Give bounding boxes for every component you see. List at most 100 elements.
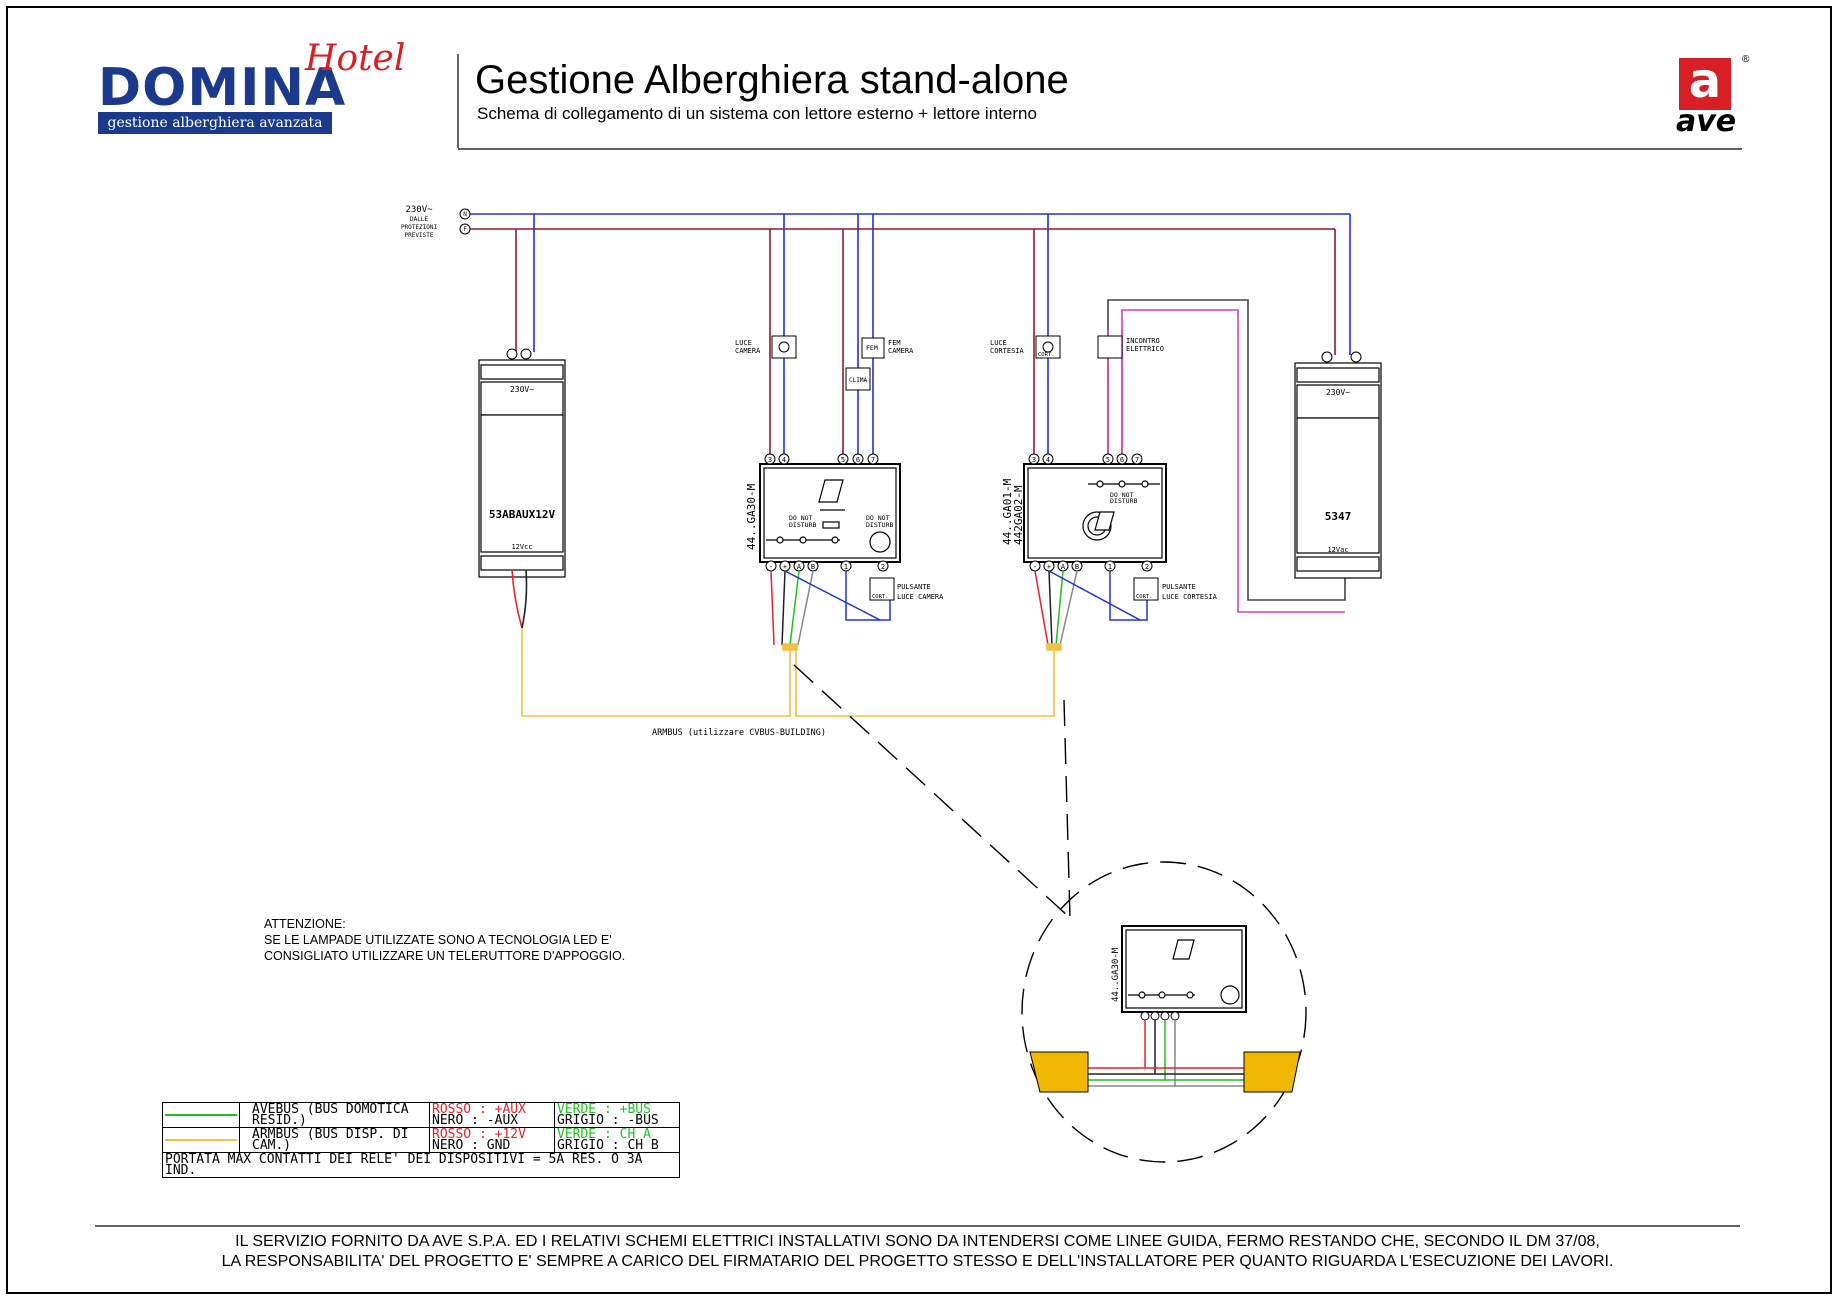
fem-camera-socket	[861, 337, 885, 359]
pulsante-camera-label-2: LUCE CAMERA	[897, 593, 944, 601]
psu-right-model: 5347	[1325, 510, 1352, 523]
neutral-terminal: N	[463, 211, 467, 218]
ml-b-plus: +	[783, 563, 787, 571]
clima-label: CLIMA	[849, 377, 867, 384]
legend-note: PORTATA MAX CONTATTI DEI RELE' DEI DISPO…	[162, 1152, 680, 1178]
ml-b-1: 1	[844, 563, 848, 571]
module-left-dnd-1: DO NOT	[789, 514, 813, 522]
armbus-red: ROSSO : +12V	[432, 1127, 526, 1142]
module-right-model-1: 44..GA01-M	[1001, 478, 1014, 545]
incontro-elettrico	[1097, 335, 1123, 359]
detail-model: 44..GA30-M	[1111, 947, 1121, 1002]
mr-t4: 4	[1046, 456, 1050, 464]
luce-camera-label-1: LUCE	[735, 339, 752, 347]
armbus-name: ARMBUS (BUS DISP. DI CAM.)	[239, 1127, 430, 1153]
clima-device	[845, 367, 871, 391]
armbus-black: NERO : GND	[432, 1138, 511, 1153]
module-left-dnd-3: DO NOT	[866, 514, 890, 522]
attention-line-1: SE LE LAMPADE UTILIZZATE SONO A TECNOLOG…	[264, 933, 612, 947]
mr-t5: 5	[1106, 456, 1110, 464]
attention-note: ATTENZIONE: SE LE LAMPADE UTILIZZATE SON…	[264, 916, 625, 964]
armbus-cable	[521, 628, 791, 717]
supply-sub-1: DALLE	[410, 216, 428, 223]
incontro-label-1: INCONTRO	[1126, 337, 1160, 345]
legend-row-avebus: AVEBUS (BUS DOMOTICA RESID.) ROSSO : +AU…	[162, 1102, 680, 1128]
armbus-green: VERDE : CH A	[557, 1127, 651, 1142]
avebus-name: AVEBUS (BUS DOMOTICA RESID.)	[239, 1102, 430, 1128]
ml-b-2: 2	[881, 563, 885, 571]
armbus-grey: GRIGIO : CH B	[557, 1138, 659, 1153]
ml-t5: 5	[841, 456, 845, 464]
module-left-dnd-4: DISTURB	[866, 521, 893, 529]
avebus-green: VERDE : +BUS	[557, 1102, 651, 1117]
avebus-black: NERO : -AUX	[432, 1113, 519, 1128]
armbus-swatch	[162, 1127, 240, 1153]
ave-registered-mark: ®	[1742, 54, 1750, 65]
module-right-dnd-2: DISTURB	[1110, 497, 1137, 505]
detail-connector-left	[1029, 1051, 1089, 1093]
luce-camera-label-2: CAMERA	[735, 347, 761, 355]
page-title: Gestione Alberghiera stand-alone	[475, 58, 1069, 102]
attention-title: ATTENZIONE:	[264, 917, 346, 931]
module-right-model-2: 442GA02-M	[1012, 485, 1025, 545]
detail-circle	[1021, 861, 1307, 1163]
supply-label: 230V~	[405, 205, 433, 215]
module-left	[759, 463, 901, 563]
avebus-grey: GRIGIO : -BUS	[557, 1113, 659, 1128]
pulsante-luce-camera	[869, 577, 895, 601]
disclaimer-line-2: LA RESPONSABILITA' DEL PROGETTO E' SEMPR…	[221, 1253, 1614, 1270]
ml-b-minus: -	[769, 563, 773, 571]
pulsante-cortesia-label-2: LUCE CORTESIA	[1162, 593, 1218, 601]
domina-logo-word: DOMINA	[98, 58, 347, 118]
drawing-frame	[6, 6, 1832, 1294]
mr-b-2: 2	[1145, 563, 1149, 571]
mr-b-a: A	[1061, 563, 1066, 571]
pulsante-camera-label-1: PULSANTE	[897, 583, 931, 591]
mr-t6: 6	[1120, 456, 1124, 464]
fem-box-label: FEM	[866, 344, 878, 352]
ml-t7: 7	[871, 456, 875, 464]
ave-logo-word: ave	[1676, 104, 1737, 139]
module-left-model: 44..GA30-M	[745, 483, 758, 550]
module-right	[1023, 463, 1167, 563]
luce-cortesia-label-1: LUCE	[990, 339, 1007, 347]
ave-logo-mark: a	[1679, 57, 1731, 110]
domina-logo-tagline: gestione alberghiera avanzata	[98, 112, 332, 134]
mr-b-plus: +	[1047, 563, 1051, 571]
mr-t7: 7	[1135, 456, 1139, 464]
detail-connector-right	[1243, 1051, 1301, 1093]
page-subtitle: Schema di collegamento di un sistema con…	[477, 104, 1037, 123]
fem-camera-label-1: FEM	[888, 339, 901, 347]
armbus-label: ARMBUS (utilizzare CVBUS-BUILDING)	[652, 728, 826, 738]
attention-line-2: CONSIGLIATO UTILIZZARE UN TELERUTTORE D'…	[264, 949, 626, 963]
module-left-dnd-2: DISTURB	[789, 521, 816, 529]
psu-right-output: 12Vac	[1327, 546, 1348, 554]
incontro-label-2: ELETTRICO	[1126, 345, 1164, 353]
psu-left-input: 230V~	[510, 385, 534, 394]
detail-module	[1121, 925, 1247, 1013]
psu-left-model: 53ABAUX12V	[489, 508, 556, 521]
psu-left	[478, 359, 566, 578]
legend-row-armbus: ARMBUS (BUS DISP. DI CAM.) ROSSO : +12V …	[162, 1127, 680, 1153]
psu-left-output: 12Vcc	[511, 543, 532, 551]
fem-camera-label-2: CAMERA	[888, 347, 914, 355]
avebus-swatch	[162, 1102, 240, 1128]
supply-sub-2: PROTEZIONI	[401, 224, 438, 231]
phase-terminal: F	[463, 226, 467, 233]
luce-cortesia-label-2: CORTESIA	[990, 347, 1025, 355]
module-right-dnd-1: DO NOT	[1110, 491, 1134, 499]
pulsante-camera-cort: CORT.	[872, 594, 889, 600]
cable-legend: AVEBUS (BUS DOMOTICA RESID.) ROSSO : +AU…	[162, 1102, 680, 1178]
luce-cortesia-cort: CORT.	[1038, 352, 1055, 358]
ml-b-b: B	[811, 563, 815, 571]
psu-right-input: 230V~	[1326, 388, 1350, 397]
disclaimer-footer: IL SERVIZIO FORNITO DA AVE S.P.A. ED I R…	[95, 1232, 1740, 1272]
pulsante-cortesia-label-1: PULSANTE	[1162, 583, 1196, 591]
psu-right	[1294, 362, 1382, 579]
pulsante-cortesia-cort: CORT.	[1136, 594, 1153, 600]
ml-t4: 4	[782, 456, 786, 464]
supply-sub-3: PREVISTE	[405, 232, 434, 239]
ml-t3: 3	[768, 456, 772, 464]
mr-b-1: 1	[1108, 563, 1112, 571]
